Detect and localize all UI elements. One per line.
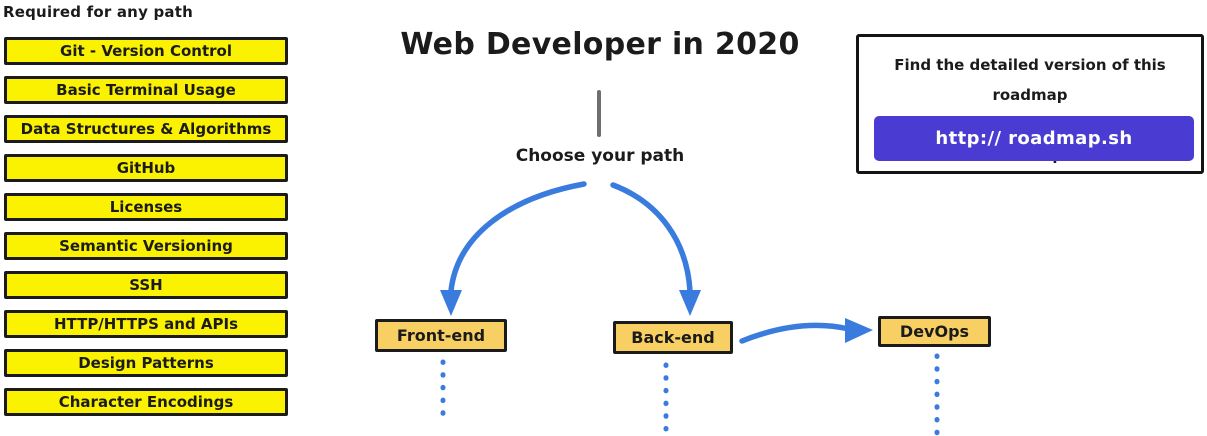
path-node-frontend[interactable]: Front-end bbox=[375, 319, 507, 352]
required-item-label: Semantic Versioning bbox=[59, 237, 233, 255]
page-title: Web Developer in 2020 bbox=[400, 27, 800, 62]
required-item-label: Licenses bbox=[109, 198, 183, 216]
arrow-backend-to-devops bbox=[739, 322, 852, 344]
required-item-licenses[interactable]: Licenses bbox=[4, 193, 288, 221]
required-item-label: GitHub bbox=[116, 159, 176, 177]
required-item-label: Data Structures & Algorithms bbox=[20, 120, 272, 138]
required-item-label: HTTP/HTTPS and APIs bbox=[53, 315, 239, 333]
required-item-label: Basic Terminal Usage bbox=[56, 81, 236, 99]
arrow-backend-to-devops-head bbox=[845, 318, 873, 343]
required-section: Git - Version Control Basic Terminal Usa… bbox=[4, 37, 288, 416]
arrow-to-frontend bbox=[448, 181, 587, 294]
info-box: Find the detailed version of this roadma… bbox=[856, 34, 1204, 174]
required-item-label: Git - Version Control bbox=[60, 42, 232, 60]
arrow-to-frontend-head bbox=[440, 290, 462, 316]
required-item-git[interactable]: Git - Version Control bbox=[4, 37, 288, 65]
required-item-dsa[interactable]: Data Structures & Algorithms bbox=[4, 115, 288, 143]
path-node-label: Back-end bbox=[631, 328, 715, 347]
required-section-heading: Required for any path bbox=[3, 3, 193, 21]
title-connector-line bbox=[597, 90, 601, 137]
roadmap-url-button[interactable]: http:// roadmap.sh bbox=[874, 116, 1194, 161]
required-item-design-patterns[interactable]: Design Patterns bbox=[4, 349, 288, 377]
path-node-devops[interactable]: DevOps bbox=[878, 316, 991, 347]
required-item-http[interactable]: HTTP/HTTPS and APIs bbox=[4, 310, 288, 338]
required-item-label: SSH bbox=[129, 276, 163, 294]
required-item-github[interactable]: GitHub bbox=[4, 154, 288, 182]
info-text-line1: Find the detailed version of this roadma… bbox=[894, 56, 1166, 104]
arrow-to-backend bbox=[610, 182, 693, 294]
path-node-label: DevOps bbox=[899, 322, 970, 341]
path-node-backend[interactable]: Back-end bbox=[613, 321, 733, 354]
required-item-encodings[interactable]: Character Encodings bbox=[4, 388, 288, 416]
required-item-label: Character Encodings bbox=[58, 393, 234, 411]
path-node-label: Front-end bbox=[396, 326, 486, 345]
required-item-semver[interactable]: Semantic Versioning bbox=[4, 232, 288, 260]
choose-path-label: Choose your path bbox=[515, 146, 685, 166]
arrow-to-backend-head bbox=[679, 290, 701, 316]
required-item-terminal[interactable]: Basic Terminal Usage bbox=[4, 76, 288, 104]
required-item-label: Design Patterns bbox=[78, 354, 214, 372]
required-item-ssh[interactable]: SSH bbox=[4, 271, 288, 299]
